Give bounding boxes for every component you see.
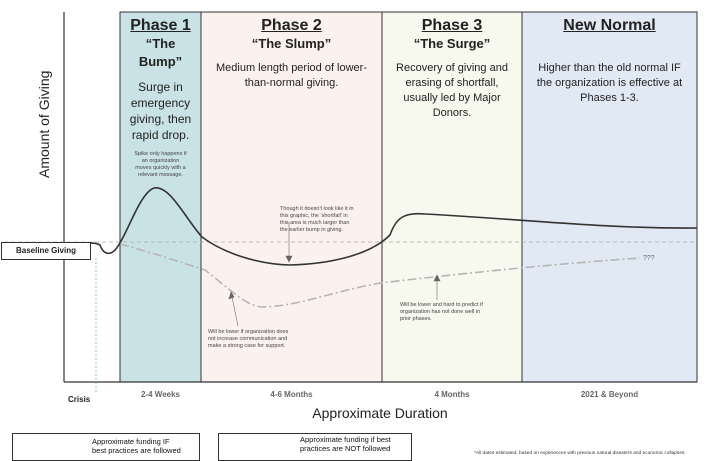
phase-1-desc-line-4: rapid drop. <box>131 128 190 142</box>
y-axis-label: Amount of Giving <box>36 70 52 178</box>
new-normal-header: New Normal Higher than the old normal IF… <box>522 17 697 106</box>
legend-not-followed-text: Approximate funding if best practices ar… <box>300 435 408 453</box>
question-marks: ??? <box>643 255 655 262</box>
legend-not-followed-line-1: Approximate funding if best <box>300 435 391 444</box>
phase-3-duration: 4 Months <box>434 390 470 399</box>
legend-followed-text: Approximate funding IF best practices ar… <box>92 437 198 455</box>
shortfall-note-line-4: the earlier bump in giving. <box>280 227 343 233</box>
legend-followed-line-2: best practices are followed <box>92 446 181 455</box>
phase-3-header: Phase 3 “The Surge” Recovery of giving a… <box>382 17 522 121</box>
phase-2-header: Phase 2 “The Slump” Medium length period… <box>201 17 382 91</box>
legend-not-followed-line-2: practices are NOT followed <box>300 444 391 453</box>
phase-1-duration: 2-4 Weeks <box>141 390 180 399</box>
phase-3-title: Phase 3 <box>421 17 483 34</box>
new-normal-desc-line-2: the organization is effective at <box>536 77 683 89</box>
phase-3-desc-line-4: Donors. <box>432 107 472 119</box>
shortfall-note: Though it doesn't look like it in this g… <box>280 206 380 234</box>
unpredictable-note-line-3: prior phases. <box>400 316 432 322</box>
phase-3-desc-line-2: erasing of shortfall, <box>405 77 499 89</box>
spike-note-line-1: Spike only happens if <box>134 151 187 157</box>
phase-1-panel <box>119 11 202 383</box>
lower-note: Will be lower if organization does not i… <box>208 329 338 350</box>
spike-note-line-2: an organization <box>141 158 180 164</box>
phase-3-desc-line-1: Recovery of giving and <box>396 62 508 74</box>
not-followed-curve <box>119 243 641 308</box>
unpredictable-arrowhead <box>433 274 441 282</box>
baseline-label: Baseline Giving <box>15 246 77 255</box>
followed-curve <box>63 187 698 266</box>
unpredictable-note-line-2: organization has not done well in <box>400 309 481 315</box>
phase-3-panel <box>381 11 523 383</box>
phase-1-desc-line-2: emergency <box>130 96 191 110</box>
footnote: *All dates estimated, based on experienc… <box>474 451 686 456</box>
unpredictable-note-line-1: Will be lower and hard to predict if <box>400 302 483 308</box>
phase-2-panel <box>200 11 383 383</box>
new-normal-desc-line-1: Higher than the old normal IF <box>538 62 681 74</box>
phase-2-nickname: “The Slump” <box>251 36 332 51</box>
phase-2-title: Phase 2 <box>261 17 322 34</box>
lower-note-line-1: Will be lower if organization does <box>208 329 289 335</box>
new-normal-duration: 2021 & Beyond <box>580 390 639 399</box>
new-normal-title: New Normal <box>563 17 656 34</box>
shortfall-note-line-3: this area is much larger than <box>280 220 350 226</box>
shortfall-note-line-1: Though it doesn't look like it in <box>280 206 354 212</box>
new-normal-panel <box>521 11 698 383</box>
phase-1-title: Phase 1 <box>130 17 191 34</box>
lower-arrowhead <box>228 291 235 300</box>
shortfall-note-line-2: this graphic, the ‘shortfall’ in <box>280 213 348 219</box>
lower-note-line-2: not increase communication and <box>208 336 288 342</box>
lower-note-line-3: make a strong case for support. <box>208 343 286 349</box>
spike-note-line-4: relevant message. <box>138 172 183 178</box>
crisis-label: Crisis <box>68 395 91 404</box>
phase-1-desc-line-1: Surge in <box>138 80 183 94</box>
spike-note-line-3: moves quickly with a <box>135 165 186 171</box>
x-axis-label: Approximate Duration <box>312 405 448 421</box>
new-normal-desc-line-3: Phases 1-3. <box>580 92 639 104</box>
phase-1-header: Phase 1 “The Bump” Surge in emergency gi… <box>120 17 201 143</box>
unpredictable-note: Will be lower and hard to predict if org… <box>400 302 518 323</box>
baseline-label-box: Baseline Giving <box>1 242 91 260</box>
phase-1-nickname-line-1: “The <box>145 36 176 51</box>
phase-1-desc-line-3: giving, then <box>129 112 192 126</box>
phase-3-nickname: “The Surge” <box>413 36 491 51</box>
phase-3-desc-line-3: usually led by Major <box>403 92 501 104</box>
spike-note: Spike only happens if an organization mo… <box>121 151 200 179</box>
phase-2-desc-line-1: Medium length period of lower- <box>215 62 368 74</box>
phase-1-nickname-line-2: Bump” <box>138 54 183 69</box>
phase-2-desc-line-2: than-normal giving. <box>244 77 339 89</box>
shortfall-arrowhead <box>285 255 293 263</box>
legend-followed-line-1: Approximate funding IF <box>92 437 170 446</box>
lower-arrow <box>231 296 239 327</box>
phase-2-duration: 4-6 Months <box>270 390 313 399</box>
